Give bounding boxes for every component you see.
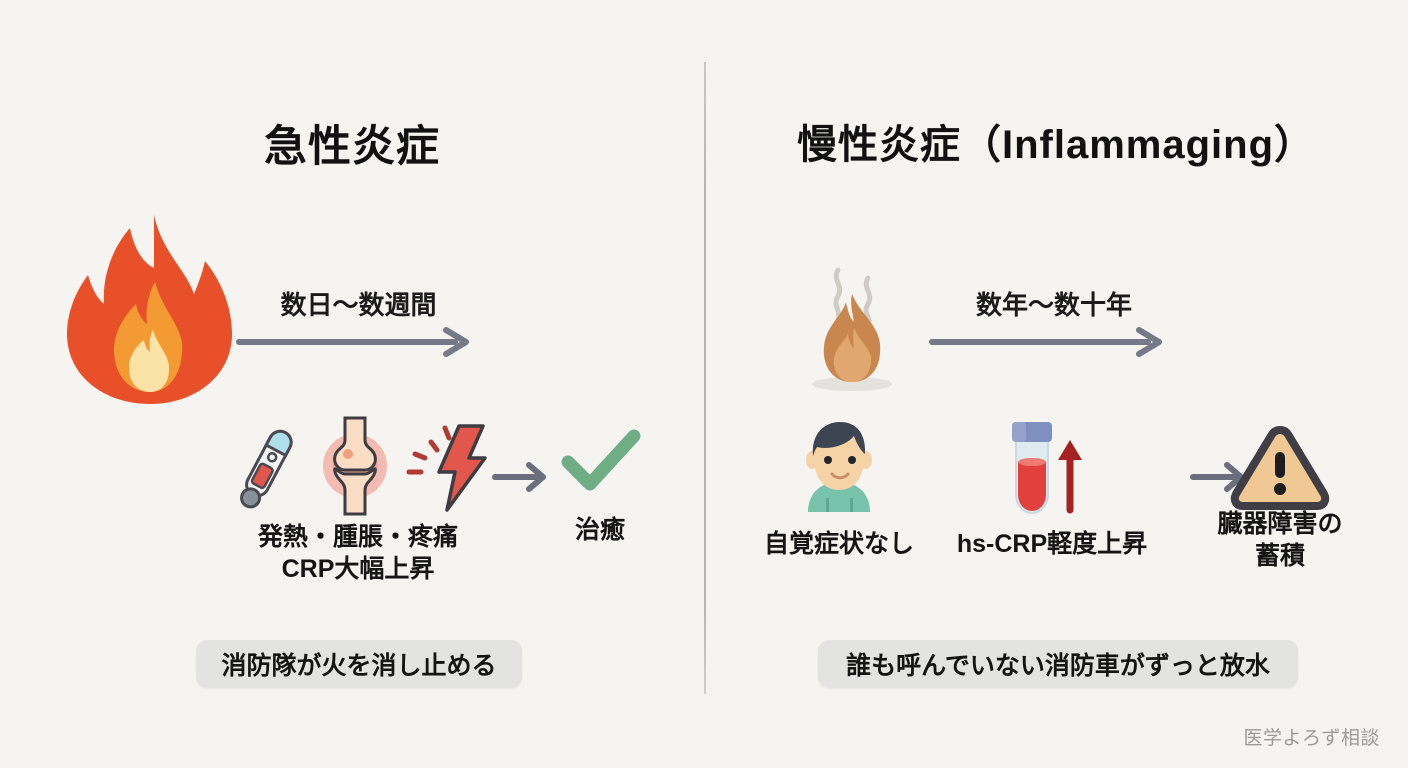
acute-summary-pill: 消防隊が火を消し止める <box>196 640 522 688</box>
chronic-outcome-label: 臓器障害の 蓄積 <box>1195 508 1365 572</box>
watermark: 医学よろず相談 <box>1243 728 1380 749</box>
acute-timeline-line <box>236 339 458 345</box>
acute-outcome-label: 治癒 <box>574 516 626 544</box>
acute-symptom-caption-line1: 発熱・腫脹・疼痛 <box>257 523 459 551</box>
fire-icon <box>62 212 237 407</box>
acute-panel-title: 急性炎症 <box>264 123 440 171</box>
acute-timeline: 数日〜数週間 <box>236 290 481 357</box>
green-check-icon <box>560 428 642 503</box>
inflamed-joint-icon <box>313 416 397 519</box>
chronic-inflammation-panel: 慢性炎症（Inflammaging） 数年〜数十年 <box>704 0 1408 768</box>
acute-symptom-caption-line2: CRP大幅上昇 <box>281 555 435 583</box>
chronic-timeline-line <box>929 339 1151 345</box>
warning-triangle-icon <box>1228 424 1332 515</box>
chronic-person-label: 自覚症状なし <box>763 530 915 558</box>
panel-divider <box>704 62 706 694</box>
pain-lightning-icon <box>403 424 487 517</box>
chronic-outcome-label-line2: 蓄積 <box>1254 542 1305 570</box>
chronic-summary-pill: 誰も呼んでいない消防車がずっと放水 <box>818 640 1298 688</box>
acute-symptom-icons <box>225 416 490 517</box>
person-icon <box>784 420 894 521</box>
chronic-transition-arrow-icon <box>1190 459 1252 500</box>
chronic-panel-title: 慢性炎症（Inflammaging） <box>796 123 1316 167</box>
acute-symptom-caption: 発熱・腫脹・疼痛 CRP大幅上昇 <box>258 521 458 585</box>
chronic-timeline: 数年〜数十年 <box>929 290 1179 357</box>
acute-inflammation-panel: 急性炎症 数日〜数週間 <box>62 123 642 688</box>
thermometer-icon <box>231 422 303 517</box>
blood-test-tube-icon <box>992 418 1088 523</box>
acute-timeline-label: 数日〜数週間 <box>280 290 437 320</box>
acute-transition-arrow-icon <box>492 459 554 500</box>
chronic-outcome-label-line1: 臓器障害の <box>1217 510 1343 538</box>
chronic-crp-label: hs-CRP軽度上昇 <box>956 530 1148 558</box>
smoldering-fire-icon <box>792 262 912 392</box>
chronic-timeline-label: 数年〜数十年 <box>975 290 1132 320</box>
